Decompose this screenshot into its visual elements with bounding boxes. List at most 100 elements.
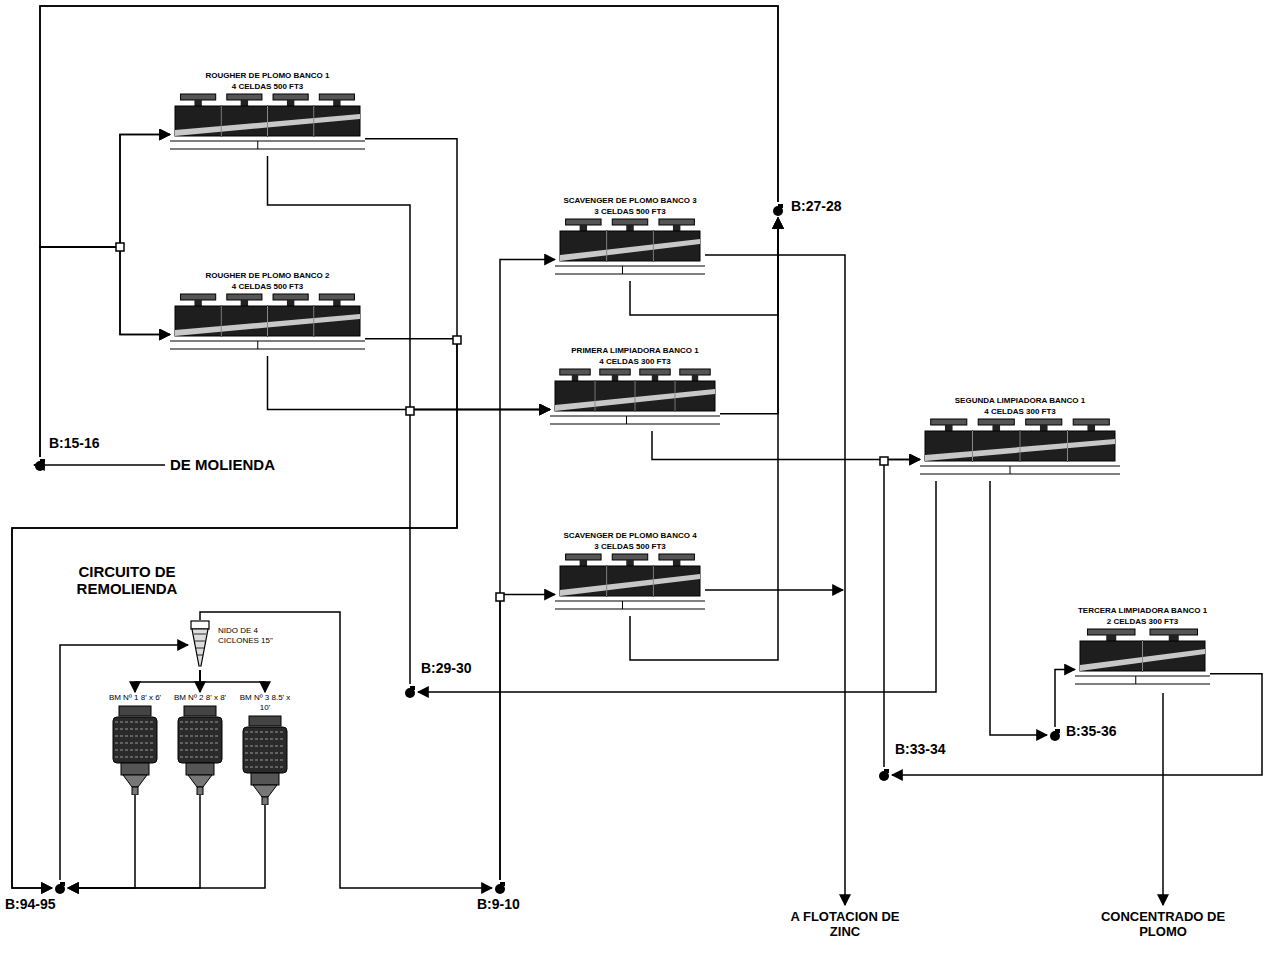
cell-motor — [181, 94, 216, 100]
mill-texture — [180, 743, 220, 744]
flow-connector — [40, 135, 170, 458]
cell-shaft — [333, 300, 340, 306]
bank-title: SCAVENGER DE PLOMO BANCO 4 — [555, 530, 705, 541]
froth-launder — [560, 574, 700, 596]
mill-drum — [178, 717, 222, 763]
cell-divider — [221, 306, 222, 336]
ball-mill — [237, 715, 293, 805]
mill-texture — [180, 757, 220, 758]
cell-motor — [612, 554, 647, 560]
mill-node: BM Nº 1 8' x 6' — [107, 692, 163, 795]
cell-shaft — [1169, 635, 1179, 641]
cell-shaft — [992, 425, 1000, 431]
ball-mill — [172, 705, 228, 795]
mill-texture — [245, 760, 285, 761]
concentrate-line — [1162, 693, 1164, 905]
bank-title: ROUGHER DE PLOMO BANCO 2 — [170, 270, 365, 281]
cyclone-hatch — [195, 641, 205, 642]
cyclone-cone — [192, 629, 208, 666]
flow-connector — [68, 795, 135, 888]
pump-node: B:15-16 — [32, 457, 48, 473]
cell-body — [595, 381, 635, 411]
cell-motor — [1073, 419, 1109, 425]
bank-capacity: 3 CELDAS 500 FT3 — [555, 541, 705, 552]
mill-texture — [115, 743, 155, 744]
flow-connector — [68, 805, 265, 888]
trough-line — [555, 274, 705, 275]
cell-shaft — [652, 375, 658, 381]
pump-label: B:29-30 — [420, 660, 473, 676]
feed-arrow — [34, 464, 165, 466]
ball-mill — [107, 705, 163, 795]
flow-connector — [500, 595, 555, 881]
mill-base — [251, 773, 279, 785]
flotation-cells — [170, 92, 365, 156]
cell-divider — [972, 431, 973, 461]
mill-drum — [113, 717, 157, 763]
pump-label: B:35-36 — [1065, 723, 1118, 739]
mill-drum — [243, 727, 287, 773]
cell-shaft — [241, 100, 248, 106]
trough-line — [550, 416, 720, 417]
trough-line — [622, 266, 623, 274]
pump-outlet — [500, 882, 505, 886]
cell-divider — [1142, 641, 1143, 671]
flotation-cells — [170, 292, 365, 356]
cyclone-hatch — [194, 634, 206, 635]
mill-texture — [245, 732, 285, 733]
flotation-cells — [555, 217, 705, 281]
trough-line — [555, 601, 705, 602]
flotation-bank: SEGUNDA LIMPIADORA BANCO 14 CELDAS 300 F… — [920, 395, 1120, 481]
cell-divider — [267, 106, 268, 136]
cell-divider — [675, 381, 676, 411]
mill-spout — [262, 797, 268, 805]
mill-base — [186, 763, 214, 775]
pump-outlet — [778, 204, 783, 208]
flow-connector — [135, 670, 200, 692]
cell-motor — [319, 294, 354, 300]
junction-box — [880, 457, 888, 465]
flow-connector — [410, 410, 550, 685]
cell-shaft — [241, 300, 248, 306]
mill-label: BM Nº 1 8' x 6' — [107, 692, 163, 705]
pump-outlet — [60, 882, 65, 886]
cell-motor — [566, 554, 601, 560]
bank-title: ROUGHER DE PLOMO BANCO 1 — [170, 70, 365, 81]
cell-divider — [653, 231, 654, 261]
cell-motor — [319, 94, 354, 100]
cyclone-hatch — [197, 655, 203, 656]
pump-symbol — [492, 880, 508, 896]
mill-base — [121, 763, 149, 775]
bank-title: TERCERA LIMPIADORA BANCO 1 — [1075, 605, 1210, 616]
flotation-cells — [1075, 627, 1210, 691]
flow-connector — [1055, 670, 1075, 728]
mill-label: BM Nº 2 8' x 8' — [172, 692, 228, 705]
flow-label: A FLOTACION DE ZINC — [780, 910, 910, 940]
bank-capacity: 4 CELDAS 500 FT3 — [170, 281, 365, 292]
flotation-bank: TERCERA LIMPIADORA BANCO 12 CELDAS 300 F… — [1075, 605, 1210, 691]
pump-outlet — [410, 686, 415, 690]
trough-line — [920, 466, 1120, 467]
mill-texture — [180, 729, 220, 730]
cell-motor — [273, 294, 308, 300]
trough-line — [1135, 676, 1136, 684]
cyclone-label: NIDO DE 4 CICLONES 15" — [218, 626, 280, 646]
cell-divider — [313, 306, 314, 336]
pump-label: B:9-10 — [476, 896, 521, 912]
mill-feed — [184, 706, 216, 716]
cell-shaft — [580, 225, 587, 231]
mill-texture — [115, 750, 155, 751]
cell-motor — [600, 369, 630, 375]
flow-connector — [40, 6, 778, 335]
mill-node: BM Nº 3 8.5' x 10' — [237, 692, 293, 805]
mill-texture — [115, 722, 155, 723]
flow-label: DE MOLIENDA — [170, 456, 275, 473]
cell-motor — [227, 94, 262, 100]
cell-shaft — [580, 560, 587, 566]
pump-label: B:94-95 — [4, 896, 57, 912]
pump-node: B:9-10 — [492, 880, 508, 896]
mill-texture — [180, 736, 220, 737]
trough-line — [626, 416, 627, 424]
flow-connector — [990, 481, 1047, 735]
